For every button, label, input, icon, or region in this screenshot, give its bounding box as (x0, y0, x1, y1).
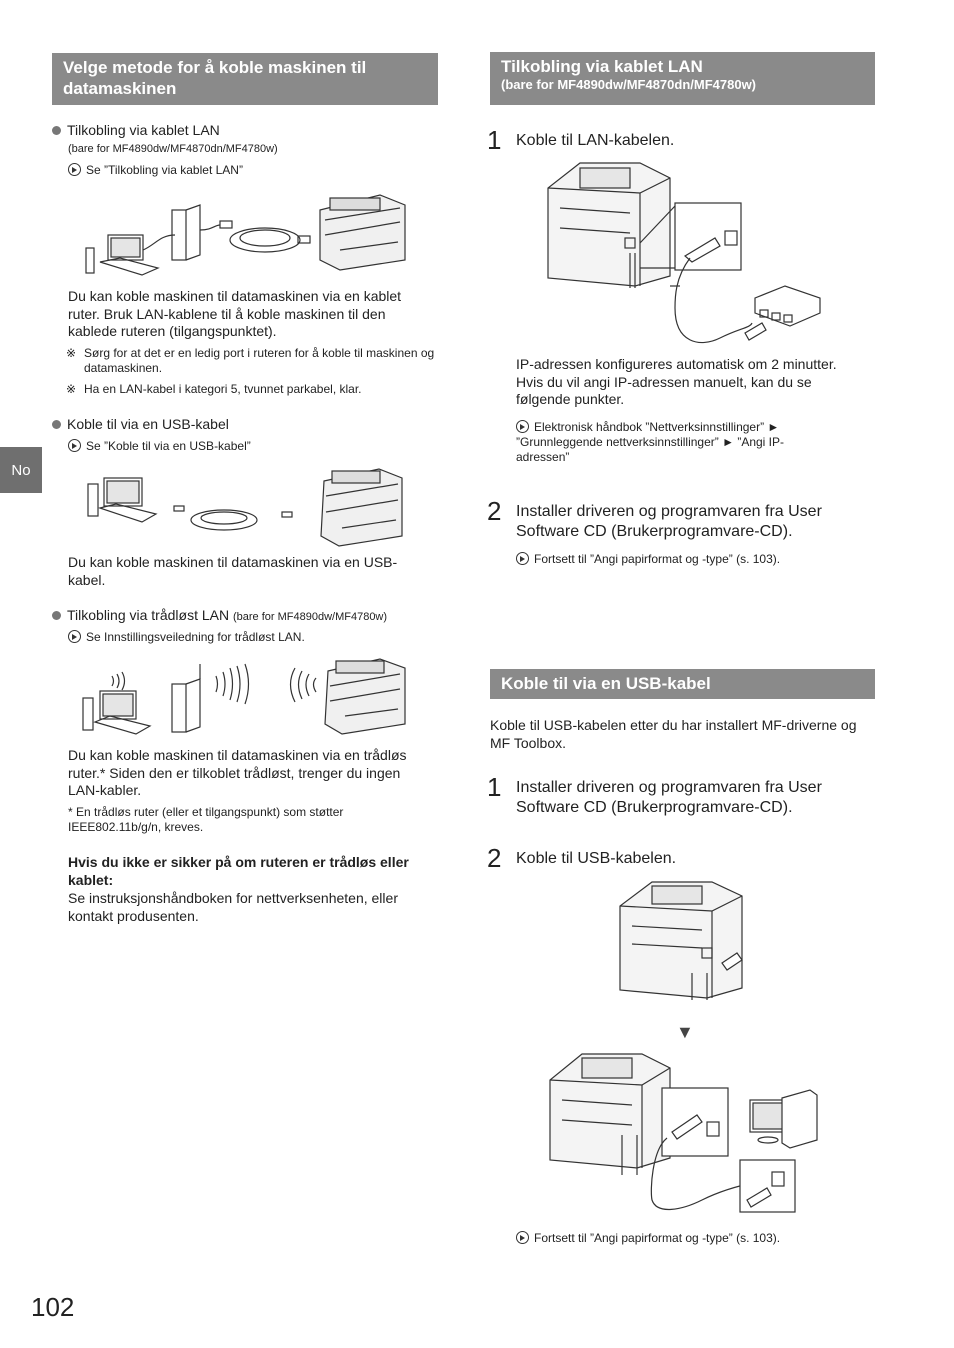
reference-arrow-icon (516, 1231, 529, 1245)
usb-step-2-number: 2 (487, 843, 502, 873)
usb-port-illustration (619, 881, 743, 1000)
usb-step-1-number: 1 (487, 772, 502, 802)
wifi-option-ref: Se Innstillingsveiledning for trådløst L… (68, 630, 305, 645)
usb-step-1-text: Installer driveren og programvaren fra U… (516, 779, 822, 816)
reference-arrow-icon (516, 552, 529, 566)
bullet-icon (52, 419, 61, 429)
usb-step-2-text: Koble til USB-kabelen. (516, 850, 677, 867)
lan-option-ref: Se ”Tilkobling via kablet LAN” (68, 163, 243, 178)
page-number: 102 (31, 1292, 75, 1322)
lan-step-2-text: Installer driveren og programvaren fra U… (516, 503, 822, 540)
lan-option-models: (bare for MF4890dw/MF4870dn/MF4780w) (68, 143, 278, 155)
wifi-option-title: Tilkobling via trådløst LAN (bare for MF… (52, 607, 387, 625)
lan-step-2-ref: Fortsett til ”Angi papirformat og -type”… (516, 552, 780, 567)
lan-option-description: Du kan koble maskinen til datamaskinen v… (68, 288, 402, 339)
lan-section-subtitle: (bare for MF4890dw/MF4870dn/MF4780w) (501, 77, 757, 92)
usb-section-title: Koble til via en USB-kabel (501, 674, 711, 693)
lan-section-header: Tilkobling via kablet LAN (bare for MF48… (490, 52, 875, 105)
lan-step-1-text: Koble til LAN-kabelen. (516, 132, 675, 149)
wifi-answer: Se instruksjonshåndboken for nettverksen… (68, 890, 398, 924)
lan-note-1: ※ Sørg for at det er en ledig port i rut… (66, 346, 435, 375)
reference-arrow-icon (68, 163, 81, 177)
ip-address-text: IP-adressen konfigureres automatisk om 2… (516, 356, 837, 407)
wifi-option-models: (bare for MF4890dw/MF4780w) (232, 611, 388, 623)
reference-arrow-icon (68, 439, 81, 453)
usb-option-ref: Se ”Koble til via en USB-kabel” (68, 439, 251, 454)
usb-section-intro: Koble til USB-kabelen etter du har insta… (490, 717, 857, 751)
down-arrow: ▼ (676, 1022, 694, 1042)
lan-step-2-number: 2 (487, 496, 502, 526)
wifi-option-description: Du kan koble maskinen til datamaskinen v… (68, 747, 407, 798)
wireless-illustration (82, 658, 406, 735)
lan-note-2: ※ Ha en LAN-kabel i kategori 5, tvunnet … (66, 382, 362, 396)
ip-address-ref: Elektronisk håndbok ”Nettverksinnstillin… (516, 420, 785, 464)
usb-section-header: Koble til via en USB-kabel (490, 669, 875, 699)
usb-step-2-ref: Fortsett til ”Angi papirformat og -type”… (516, 1231, 780, 1246)
lan-section-title: Tilkobling via kablet LAN (501, 57, 703, 76)
wifi-footnote: * En trådløs ruter (eller et tilgangspun… (68, 805, 344, 834)
reference-arrow-icon (68, 630, 81, 644)
bullet-icon (52, 610, 61, 620)
usb-option-description: Du kan koble maskinen til datamaskinen v… (68, 554, 398, 588)
left-section-header: Velge metode for å koble maskinen til da… (52, 53, 438, 105)
lan-option-title: Tilkobling via kablet LAN (52, 122, 220, 140)
language-tab: No (0, 447, 42, 493)
usb-connection-illustration (549, 1053, 818, 1213)
wifi-question: Hvis du ikke er sikker på om ruteren er … (68, 854, 409, 888)
bullet-icon (52, 125, 61, 135)
usb-option-title: Koble til via en USB-kabel (52, 416, 229, 434)
left-header-title: Velge metode for å koble maskinen til da… (63, 58, 367, 98)
reference-arrow-icon (516, 420, 529, 434)
lan-connection-illustration (547, 162, 821, 344)
wired-lan-illustration (85, 194, 406, 276)
usb-illustration (87, 468, 403, 547)
lan-step-1-number: 1 (487, 125, 502, 155)
